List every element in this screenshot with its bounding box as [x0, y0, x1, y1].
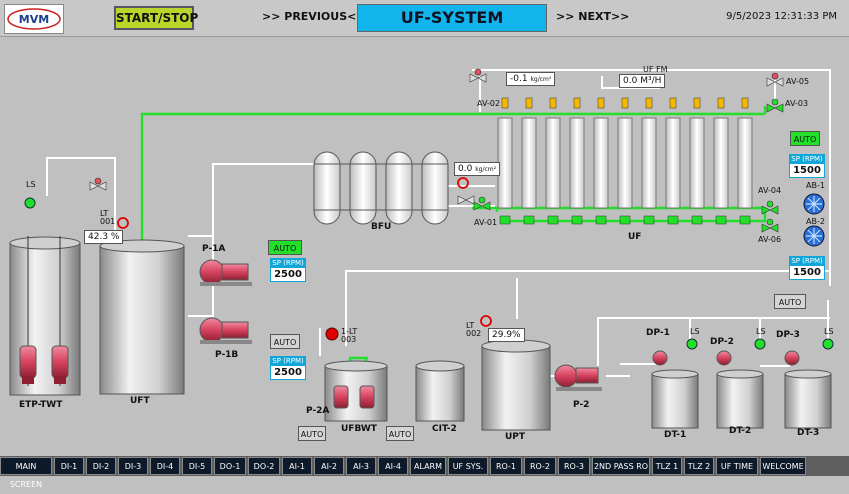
auto-button-uf[interactable]: AUTO — [790, 131, 820, 146]
label-dt1: DT-1 — [664, 430, 687, 440]
nav-main-screen[interactable]: MAIN SCREEN — [0, 457, 52, 489]
nav-tlz-1[interactable]: TLZ 1 — [652, 457, 682, 475]
nav-ro-1[interactable]: RO-1 — [490, 457, 522, 475]
nav-do-2[interactable]: DO-2 — [248, 457, 280, 475]
label-etp-twt: ETP-TWT — [19, 400, 63, 410]
label-av03: AV-03 — [785, 99, 809, 108]
pump-p2 — [554, 364, 602, 391]
nav-di-3[interactable]: DI-3 — [118, 457, 148, 475]
pump-p1a — [199, 259, 252, 286]
label-ls-dt1: LS — [690, 327, 700, 336]
label-bfu: BFU — [371, 222, 392, 232]
process-diagram: ETP-TWT UFT UFBWT CIT-2 UPT BFU UF P-1A … — [0, 36, 849, 456]
company-logo: MVM — [4, 4, 64, 34]
previous-button[interactable]: >> PREVIOUS<< — [262, 10, 366, 23]
label-av06: AV-06 — [758, 235, 782, 244]
label-p2a: P-2A — [306, 406, 330, 416]
pump-p2a — [333, 385, 375, 409]
nav-di-5[interactable]: DI-5 — [182, 457, 212, 475]
nav-alarm[interactable]: ALARM — [410, 457, 446, 475]
nav-uf-time[interactable]: UF TIME — [716, 457, 758, 475]
next-button[interactable]: >> NEXT>> — [556, 10, 630, 23]
setpoint-ab[interactable]: SP (RPM)1500 — [789, 256, 825, 280]
label-ufbwt: UFBWT — [341, 424, 377, 434]
tank-uft — [99, 239, 185, 395]
svg-text:MVM: MVM — [19, 13, 49, 26]
label-dp1: DP-1 — [646, 328, 670, 338]
nav-di-4[interactable]: DI-4 — [150, 457, 180, 475]
nav-ai-1[interactable]: AI-1 — [282, 457, 312, 475]
label-uf: UF — [628, 232, 642, 242]
flow-readout: 0.0 M³/H — [619, 74, 666, 88]
label-ls-dt2: LS — [756, 327, 766, 336]
nav-ai-4[interactable]: AI-4 — [378, 457, 408, 475]
label-ab1: AB-1 — [806, 181, 825, 190]
auto-button-p1b[interactable]: AUTO — [270, 334, 300, 349]
start-stop-button[interactable]: START/STOP — [114, 6, 198, 30]
label-dp2: DP-2 — [710, 337, 734, 347]
auto-button-p2a-1[interactable]: AUTO — [298, 426, 326, 441]
uf-membranes — [497, 97, 753, 225]
nav-ai-3[interactable]: AI-3 — [346, 457, 376, 475]
label-uft: UFT — [130, 396, 150, 406]
page-title: UF-SYSTEM — [357, 4, 547, 32]
nav-di-2[interactable]: DI-2 — [86, 457, 116, 475]
air-blowers — [803, 193, 825, 247]
tank-etp-twt — [9, 236, 81, 396]
label-p1a: P-1A — [202, 244, 226, 254]
setpoint-p1a[interactable]: SP (RPM)2500 — [270, 258, 306, 282]
datetime-display: 9/5/2023 12:31:33 PM — [726, 11, 837, 22]
nav-uf-sys[interactable]: UF SYS. — [448, 457, 488, 475]
label-dt3: DT-3 — [797, 428, 820, 438]
label-ls-etp: LS — [26, 180, 36, 189]
pressure-bfu-readout: 0.0 kg/cm² — [454, 162, 501, 176]
auto-button-p2a-2[interactable]: AUTO — [386, 426, 414, 441]
label-lt002: LT 002 — [466, 321, 482, 338]
label-av02: AV-02 — [477, 99, 501, 108]
nav-2nd-pass-ro[interactable]: 2ND PASS RO — [592, 457, 650, 475]
pressure-top-readout: -0.1 kg/cm² — [506, 72, 556, 86]
pump-p1b — [199, 317, 252, 344]
label-av05: AV-05 — [786, 77, 810, 86]
label-upt: UPT — [505, 432, 526, 442]
label-ls-dt3: LS — [824, 327, 834, 336]
label-av04: AV-04 — [758, 186, 782, 195]
label-lt003: 1-LT 003 — [341, 327, 358, 344]
label-av01: AV-01 — [474, 218, 498, 227]
process-graphics — [9, 68, 834, 431]
label-p2: P-2 — [573, 400, 590, 410]
label-lt001: LT 001 — [100, 209, 116, 226]
nav-do-1[interactable]: DO-1 — [214, 457, 246, 475]
nav-welcome[interactable]: WELCOME — [760, 457, 806, 475]
label-cit2: CIT-2 — [432, 424, 457, 434]
uft-level-readout: 42.3 % — [84, 230, 124, 244]
footer-nav: MAIN SCREEN DI-1 DI-2 DI-3 DI-4 DI-5 DO-… — [0, 456, 849, 489]
nav-ro-2[interactable]: RO-2 — [524, 457, 556, 475]
header-bar: MVM START/STOP >> PREVIOUS<< UF-SYSTEM >… — [0, 0, 849, 37]
setpoint-p1b[interactable]: SP (RPM)2500 — [270, 356, 306, 380]
auto-button-p1a[interactable]: AUTO — [268, 240, 302, 255]
setpoint-uf[interactable]: SP (RPM)1500 — [789, 154, 825, 178]
nav-ai-2[interactable]: AI-2 — [314, 457, 344, 475]
label-dt2: DT-2 — [729, 426, 752, 436]
nav-ro-3[interactable]: RO-3 — [558, 457, 590, 475]
label-uf-fm: UF FM — [643, 65, 668, 74]
bfu-vessels — [313, 151, 449, 225]
label-ab2: AB-2 — [806, 217, 825, 226]
nav-tlz-2[interactable]: TLZ 2 — [684, 457, 714, 475]
upt-level-readout: 29.9% — [488, 328, 525, 342]
label-p1b: P-1B — [215, 350, 239, 360]
nav-di-1[interactable]: DI-1 — [54, 457, 84, 475]
auto-button-dp[interactable]: AUTO — [774, 294, 806, 309]
label-dp3: DP-3 — [776, 330, 800, 340]
